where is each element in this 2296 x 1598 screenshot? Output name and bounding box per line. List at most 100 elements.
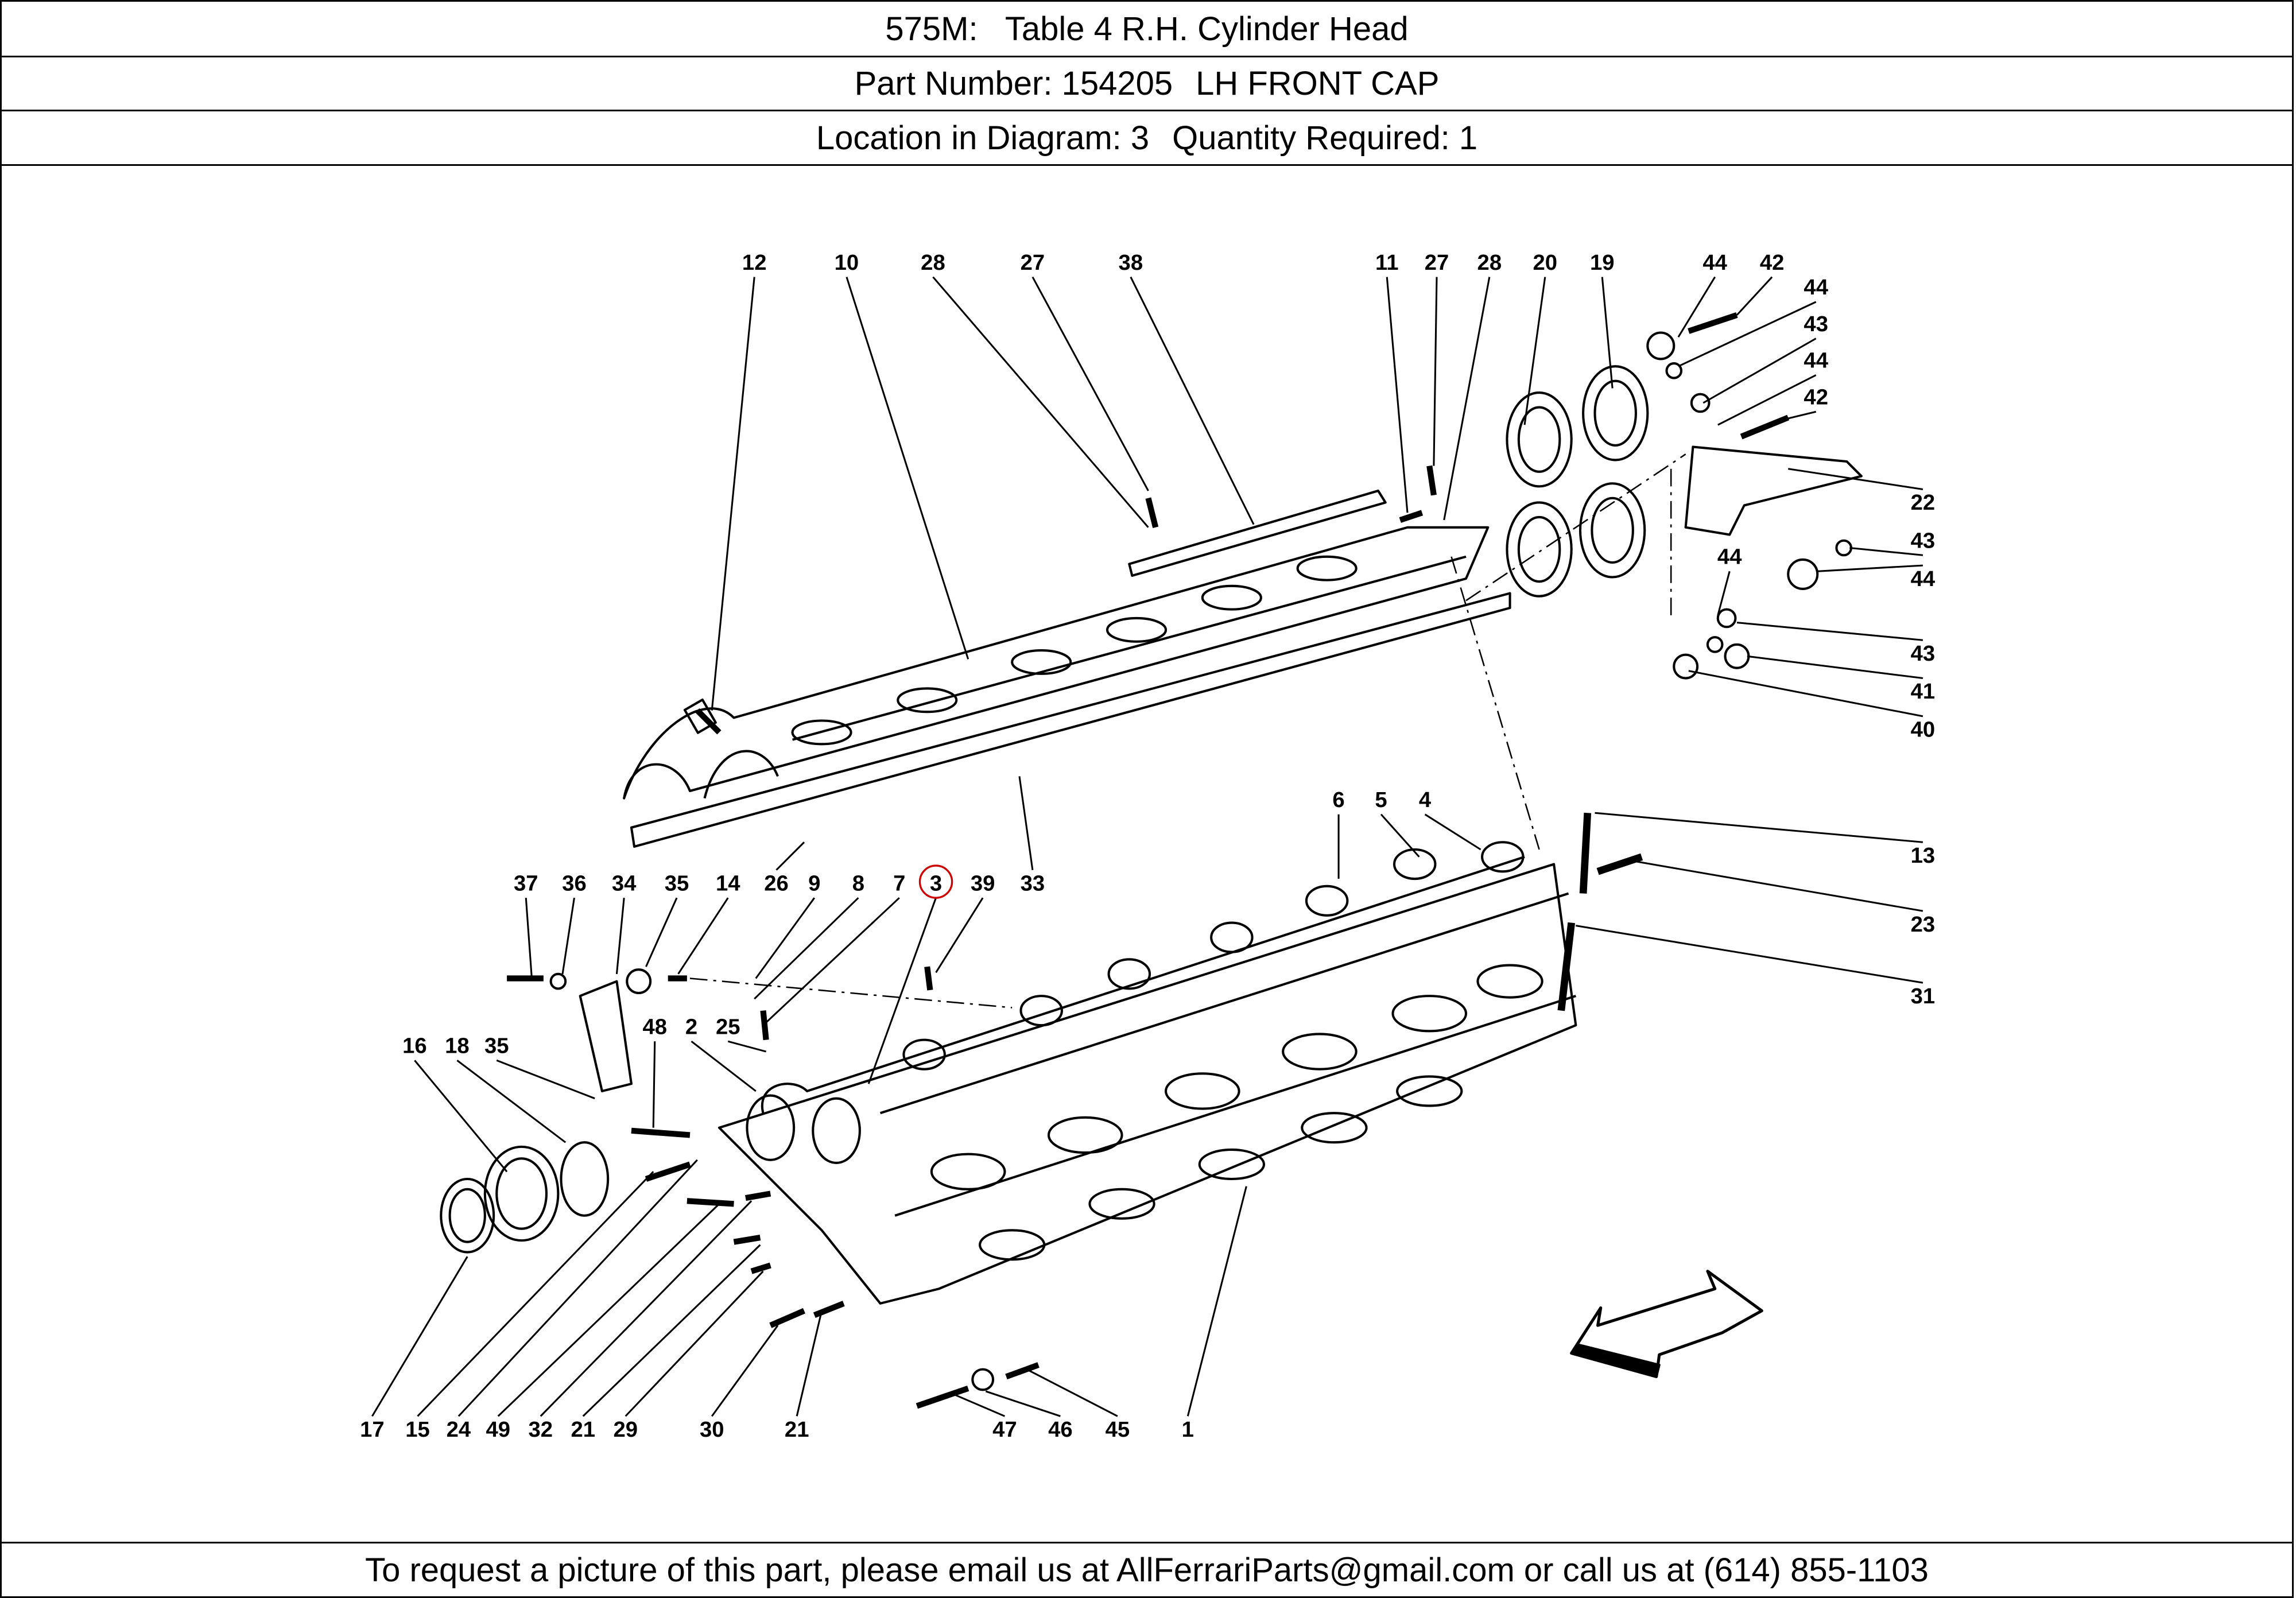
callout-29[interactable]: 29	[613, 1417, 638, 1442]
callout-37[interactable]: 37	[514, 871, 538, 895]
callout-3[interactable]: 3	[930, 871, 942, 895]
leader-line	[1788, 468, 1923, 490]
leader-line	[867, 897, 937, 1084]
callout-44[interactable]: 44	[1702, 250, 1727, 275]
callout-43[interactable]: 43	[1911, 641, 1936, 666]
bracket	[1684, 445, 1863, 536]
callout-13[interactable]: 13	[1911, 843, 1936, 868]
callout-34[interactable]: 34	[612, 871, 637, 895]
callout-35[interactable]: 35	[484, 1034, 509, 1058]
pipe	[579, 980, 633, 1092]
leader-line	[1026, 1368, 1118, 1417]
leader-line	[1424, 813, 1481, 851]
callout-48[interactable]: 48	[642, 1014, 667, 1039]
page-title: 575M: Table 4 R.H. Cylinder Head	[0, 0, 2294, 57]
leader-line	[645, 897, 678, 967]
callout-22[interactable]: 22	[1911, 490, 1936, 515]
leader-line	[1130, 276, 1255, 525]
leader-line	[1634, 860, 1923, 912]
callout-35[interactable]: 35	[665, 871, 689, 895]
leader-line	[625, 1270, 764, 1417]
leader-line	[497, 1203, 720, 1417]
callout-28[interactable]: 28	[921, 250, 945, 275]
leader-line	[540, 1200, 753, 1417]
callout-7[interactable]: 7	[893, 871, 905, 895]
callout-43[interactable]: 43	[1911, 528, 1936, 553]
leader-line	[754, 897, 859, 1000]
callout-15[interactable]: 15	[405, 1417, 430, 1442]
callout-42[interactable]: 42	[1760, 250, 1785, 275]
callout-1[interactable]: 1	[1182, 1417, 1194, 1442]
leader-line	[1678, 301, 1817, 367]
highlight-circle	[918, 864, 953, 899]
callout-41[interactable]: 41	[1911, 679, 1936, 704]
leader-line	[1576, 925, 1923, 984]
callout-21[interactable]: 21	[571, 1417, 595, 1442]
callout-20[interactable]: 20	[1533, 250, 1558, 275]
leader-line	[846, 277, 969, 660]
callout-23[interactable]: 23	[1911, 912, 1936, 937]
leader-line	[582, 1244, 761, 1417]
callout-24[interactable]: 24	[447, 1417, 471, 1442]
leader-line	[1849, 546, 1923, 556]
callout-39[interactable]: 39	[971, 871, 995, 895]
callout-6[interactable]: 6	[1332, 788, 1344, 812]
callout-5[interactable]: 5	[1375, 788, 1387, 812]
callout-26[interactable]: 26	[764, 871, 789, 895]
callout-44[interactable]: 44	[1804, 275, 1828, 300]
callout-28[interactable]: 28	[1477, 250, 1502, 275]
callout-17[interactable]: 17	[360, 1417, 385, 1442]
leader-line	[691, 1040, 757, 1092]
callout-42[interactable]: 42	[1804, 385, 1828, 410]
callout-10[interactable]: 10	[835, 250, 859, 275]
callout-43[interactable]: 43	[1804, 312, 1828, 336]
leader-line	[525, 898, 533, 979]
leader-line	[561, 897, 575, 975]
leader-line	[652, 1041, 656, 1128]
callout-9[interactable]: 9	[808, 871, 820, 895]
callout-44[interactable]: 44	[1804, 348, 1828, 373]
leader-line	[1747, 655, 1923, 680]
leader-line	[953, 1393, 1006, 1417]
leader-line	[1018, 776, 1034, 870]
leader-line	[496, 1059, 595, 1100]
callout-36[interactable]: 36	[562, 871, 587, 895]
callout-44[interactable]: 44	[1911, 567, 1936, 591]
gaskets	[1506, 365, 1649, 598]
callout-4[interactable]: 4	[1419, 788, 1432, 812]
callout-19[interactable]: 19	[1590, 250, 1615, 275]
callout-11[interactable]: 11	[1375, 250, 1398, 275]
callout-40[interactable]: 40	[1911, 717, 1936, 742]
callout-27[interactable]: 27	[1021, 250, 1045, 275]
callout-25[interactable]: 25	[716, 1014, 740, 1039]
callout-31[interactable]: 31	[1911, 984, 1936, 1009]
callout-21[interactable]: 21	[785, 1417, 809, 1442]
callout-27[interactable]: 27	[1425, 250, 1449, 275]
callout-46[interactable]: 46	[1048, 1417, 1073, 1442]
leader-line	[414, 1060, 508, 1173]
callout-38[interactable]: 38	[1119, 250, 1143, 275]
callout-8[interactable]: 8	[852, 871, 864, 895]
callout-47[interactable]: 47	[992, 1417, 1017, 1442]
callout-33[interactable]: 33	[1021, 871, 1045, 895]
callout-30[interactable]: 30	[700, 1417, 724, 1442]
seals	[440, 1141, 610, 1254]
leader-line	[1702, 338, 1817, 404]
callout-45[interactable]: 45	[1106, 1417, 1130, 1442]
callout-49[interactable]: 49	[486, 1417, 511, 1442]
leader-line	[1601, 277, 1614, 389]
callout-44[interactable]: 44	[1717, 545, 1742, 569]
callout-32[interactable]: 32	[529, 1417, 553, 1442]
callout-18[interactable]: 18	[445, 1034, 470, 1058]
leader-line	[755, 897, 816, 979]
callout-16[interactable]: 16	[402, 1034, 427, 1058]
part-number: Part Number: 154205	[854, 65, 1173, 102]
callout-2[interactable]: 2	[685, 1014, 697, 1039]
cam-cover	[623, 526, 1511, 848]
callout-14[interactable]: 14	[716, 871, 740, 895]
leader-line	[711, 277, 755, 711]
callout-12[interactable]: 12	[742, 250, 767, 275]
leader-line	[711, 1325, 779, 1417]
